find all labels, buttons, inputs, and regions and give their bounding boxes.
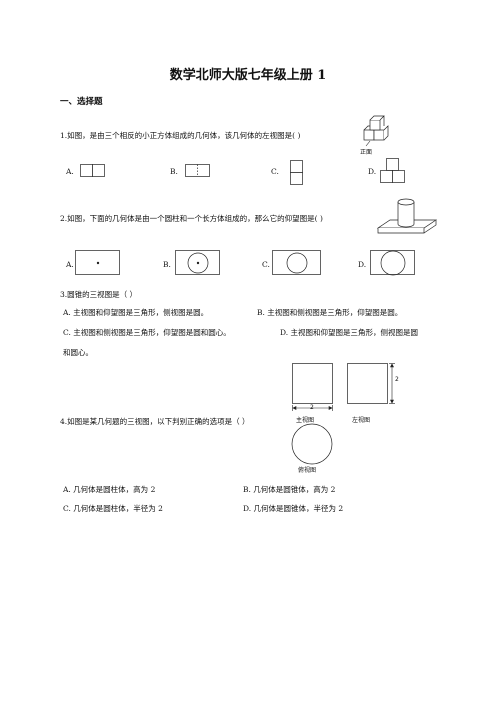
q4-left-view-label: 左视图 <box>352 417 371 424</box>
q2-option-d: D. <box>358 260 367 269</box>
q1-option-d: D. <box>368 167 377 176</box>
q2-option-c: C. <box>262 260 270 269</box>
q4-dim-width: 2 <box>310 404 314 411</box>
q3-option-c: C. 主视图和侧视图是三角形，仰望图是圆和圆心。 <box>63 328 231 337</box>
q4-option-a: A. 几何体是圆柱体，高为 2 <box>63 485 156 494</box>
q3-option-a: A. 主视图和仰望图是三角形，侧视图是圆。 <box>63 308 209 317</box>
q4-left-view-square <box>347 363 388 404</box>
q1-option-b: B. <box>170 167 178 176</box>
q1-option-c: C. <box>271 167 279 176</box>
q3-option-b: B. 主视图和侧视图是三角形，仰望图是圆。 <box>257 308 403 317</box>
q4-top-view-label: 俯视图 <box>298 467 317 474</box>
q3-stem: 3.圆锥的三视图是（ ） <box>60 290 138 299</box>
q1-option-c-view <box>290 160 303 185</box>
q4-option-d: D. 几何体是圆锥体，半径为 2 <box>243 504 344 513</box>
q3-option-d-continued: 和圆心。 <box>63 348 93 357</box>
q1-option-d-view <box>380 158 405 183</box>
q3-option-d: D. 主视图和仰望图是三角形，侧视图是圆 <box>280 328 419 337</box>
page-title: 数学北师大版七年级上册 1 <box>169 68 327 83</box>
q1-front-label: 正面 <box>360 149 373 156</box>
q2-option-d-view <box>370 250 415 276</box>
q1-option-a: A. <box>66 167 74 176</box>
q4-option-c: C. 几何体是圆柱体，半径为 2 <box>63 504 163 513</box>
section-heading: 一、选择题 <box>60 97 103 107</box>
q2-option-a: A. <box>66 260 74 269</box>
q1-option-b-view <box>185 164 210 177</box>
q4-front-view-square <box>292 363 333 404</box>
q2-option-a-view <box>75 250 120 275</box>
q2-stem: 2.如图，下面的几何体是由一个圆柱和一个长方体组成的，那么它的仰望图是( ) <box>60 214 323 223</box>
q2-option-b-view <box>175 250 220 275</box>
q4-dim-height: 2 <box>395 376 399 383</box>
q4-option-b: B. 几何体是圆锥体，高为 2 <box>243 485 336 494</box>
q1-stem: 1.如图，是由三个相反的小正方体组成的几何体，该几何体的左视图是( ) <box>60 131 301 140</box>
q4-front-view-label: 主视图 <box>296 417 315 424</box>
q2-cylinder-figure <box>376 198 438 234</box>
q4-stem: 4.如图是某几何题的三视图，以下判别正确的选项是（ ） <box>60 417 250 426</box>
q2-option-c-view <box>272 250 321 275</box>
q4-top-view-circle <box>291 423 333 465</box>
q4-three-views-figure <box>291 363 395 465</box>
q2-option-b: B. <box>163 260 171 269</box>
q1-option-a-view <box>80 164 105 177</box>
q1-cubes-figure <box>363 115 389 147</box>
